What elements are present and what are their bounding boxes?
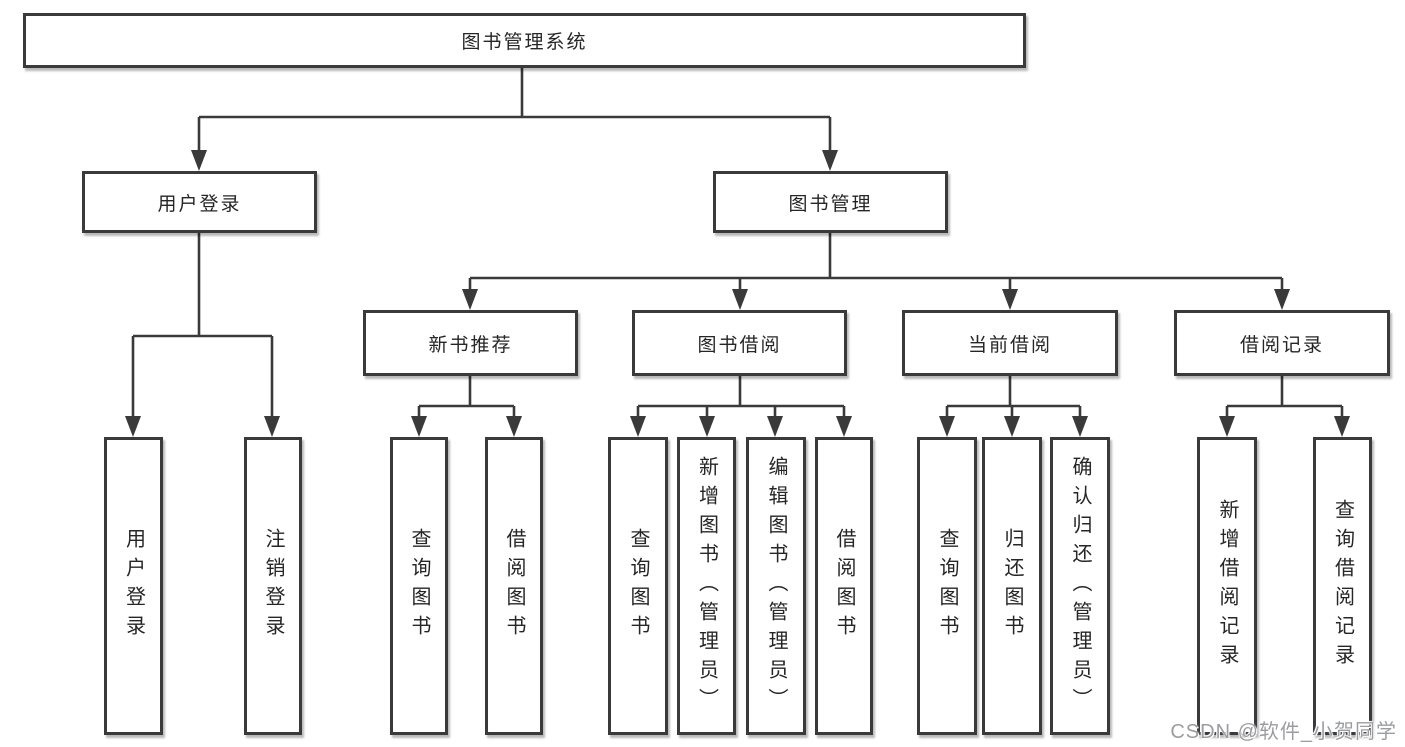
leaf-query-books-recommend: 查询图书 — [390, 437, 448, 735]
leaf-return-books-label: 归还图书 — [1001, 528, 1023, 644]
node-new-book-recommendation: 新书推荐 — [363, 310, 578, 376]
node-book-management: 图书管理 — [713, 171, 948, 233]
leaf-return-books: 归还图书 — [982, 437, 1042, 735]
leaf-edit-book-admin-label: 编辑图书（管理员） — [765, 455, 787, 717]
leaf-user-login: 用户登录 — [104, 437, 163, 735]
leaf-logout-login-label: 注销登录 — [262, 528, 284, 644]
leaf-borrow-books-recommend-label: 借阅图书 — [503, 528, 525, 644]
watermark-csdn: CSDN @软件_小贺同学 — [1170, 721, 1397, 743]
node-borrowing-records: 借阅记录 — [1174, 310, 1390, 376]
leaf-borrow-books-borrow-label: 借阅图书 — [833, 528, 855, 644]
node-borrowing-records-label: 借阅记录 — [1239, 334, 1324, 356]
node-current-borrowing: 当前借阅 — [902, 310, 1118, 376]
leaf-query-borrow-record-label: 查询借阅记录 — [1331, 499, 1354, 673]
node-library-system: 图书管理系统 — [23, 13, 1026, 68]
leaf-borrow-books-borrow: 借阅图书 — [815, 437, 873, 735]
node-library-system-label: 图书管理系统 — [461, 32, 588, 53]
leaf-logout-login: 注销登录 — [244, 437, 302, 735]
leaf-add-book-admin: 新增图书（管理员） — [677, 437, 736, 735]
node-user-login-label: 用户登录 — [157, 193, 242, 215]
node-user-login: 用户登录 — [82, 171, 317, 233]
leaf-user-login-label: 用户登录 — [122, 528, 145, 644]
leaf-edit-book-admin: 编辑图书（管理员） — [746, 437, 806, 735]
node-book-borrowing: 图书借阅 — [632, 310, 847, 376]
leaf-add-borrow-record-label: 新增借阅记录 — [1216, 499, 1238, 673]
leaf-query-books-borrow: 查询图书 — [608, 437, 668, 735]
node-book-management-label: 图书管理 — [788, 193, 873, 215]
leaf-add-book-admin-label: 新增图书（管理员） — [695, 455, 718, 717]
leaf-query-borrow-record: 查询借阅记录 — [1313, 437, 1372, 735]
leaf-query-books-recommend-label: 查询图书 — [408, 528, 430, 644]
node-new-book-recommendation-label: 新书推荐 — [428, 334, 513, 356]
node-book-borrowing-label: 图书借阅 — [697, 334, 782, 356]
node-current-borrowing-label: 当前借阅 — [967, 334, 1052, 356]
leaf-query-books-borrow-label: 查询图书 — [627, 528, 649, 644]
leaf-query-books-current: 查询图书 — [917, 437, 977, 735]
leaf-query-books-current-label: 查询图书 — [936, 528, 958, 644]
leaf-borrow-books-recommend: 借阅图书 — [485, 437, 543, 735]
leaf-confirm-return-admin-label: 确认归还（管理员） — [1069, 455, 1091, 717]
leaf-add-borrow-record: 新增借阅记录 — [1197, 437, 1257, 735]
leaf-confirm-return-admin: 确认归还（管理员） — [1050, 437, 1110, 735]
